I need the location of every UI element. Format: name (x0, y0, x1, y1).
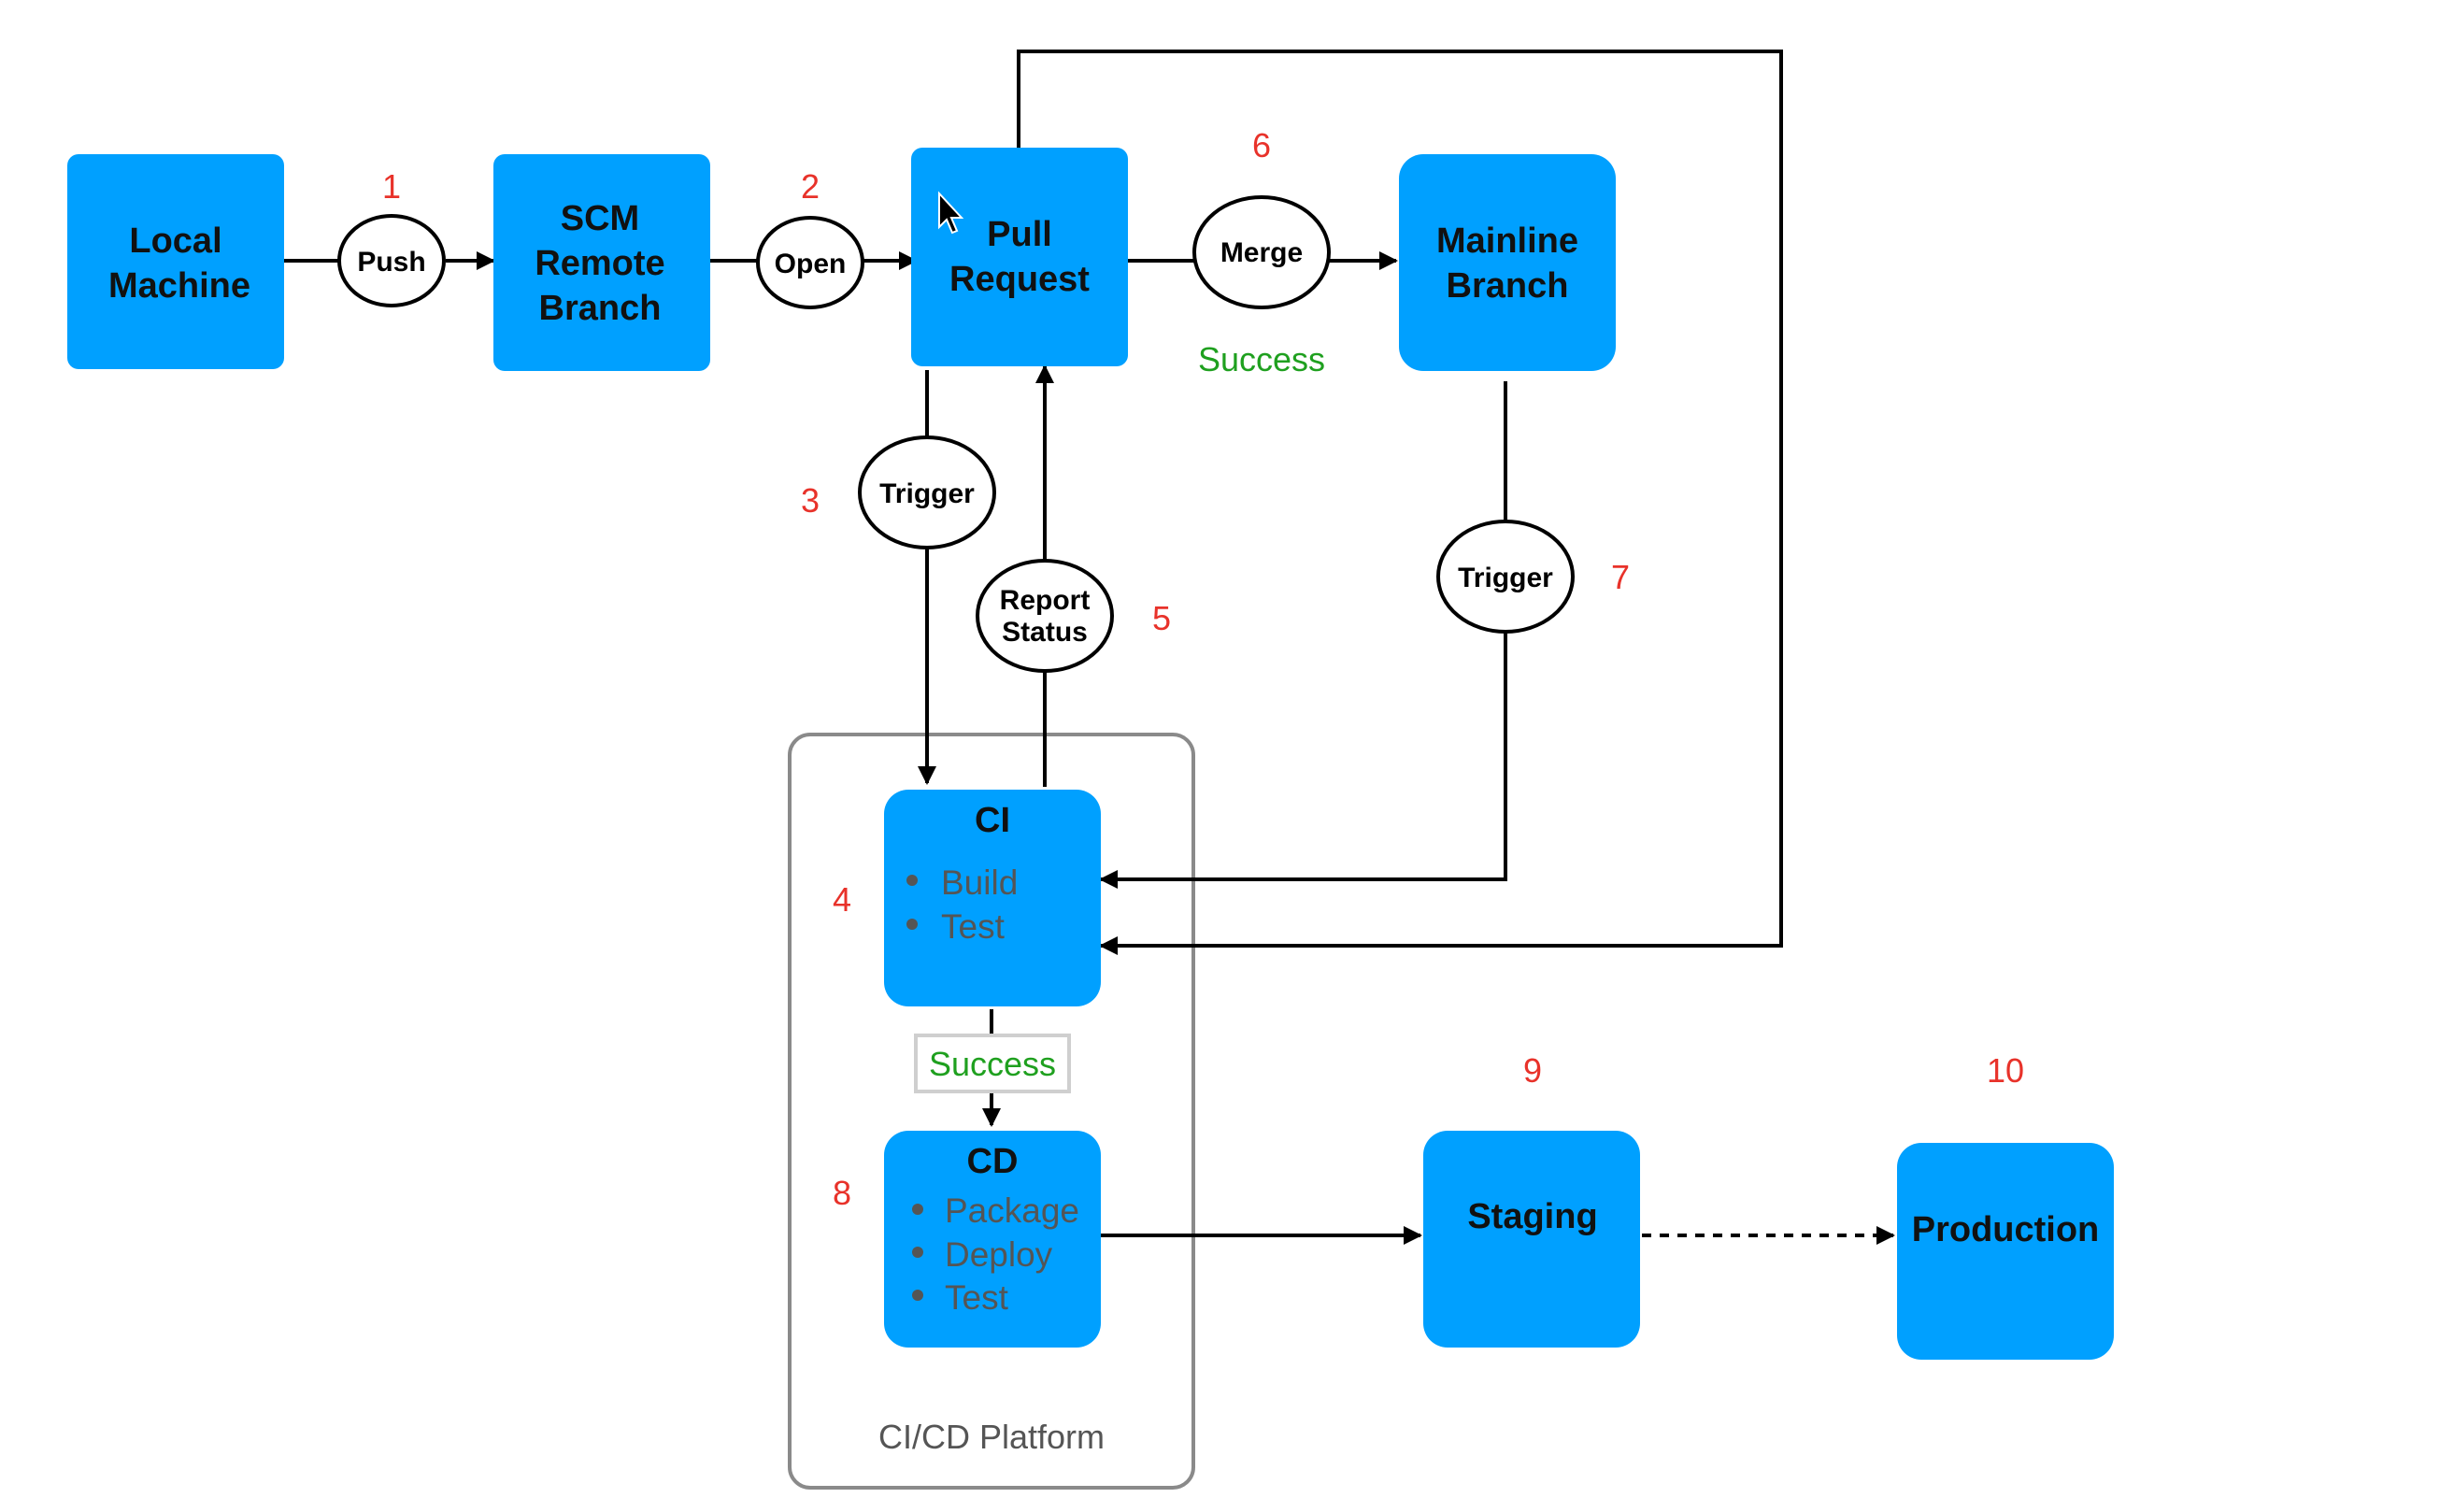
cicd-platform-label: CI/CD Platform (878, 1418, 1105, 1456)
svg-text:Trigger: Trigger (879, 478, 975, 509)
production-node: Production (1897, 1143, 2114, 1360)
report-status-action: Report Status (976, 559, 1114, 673)
pull-request-node: Pull Request (911, 148, 1128, 366)
cd-item-package: Package (945, 1191, 1079, 1230)
arrow-pr-loop-to-ci (1017, 50, 1783, 955)
svg-text:Production: Production (1912, 1210, 2100, 1249)
svg-text:Request: Request (949, 260, 1090, 299)
step-8: 8 (833, 1174, 851, 1212)
ci-node: CI Build Test (884, 790, 1101, 1006)
svg-text:Mainline: Mainline (1436, 221, 1578, 261)
step-5: 5 (1152, 599, 1171, 637)
svg-text:Status: Status (1002, 617, 1088, 648)
local-machine-node: Local Machine (67, 154, 284, 369)
step-4: 4 (833, 880, 851, 919)
cd-item-test: Test (945, 1278, 1009, 1317)
push-action: Push (337, 214, 446, 307)
step-7: 7 (1611, 558, 1630, 596)
step-9: 9 (1523, 1051, 1542, 1090)
trigger-pr-action: Trigger (858, 435, 996, 549)
scm-remote-branch-node: SCM Remote Branch (493, 154, 710, 371)
mainline-branch-node: Mainline Branch (1399, 154, 1616, 371)
svg-text:Branch: Branch (539, 289, 662, 328)
trigger-mainline-action: Trigger (1436, 520, 1575, 634)
step-2: 2 (801, 167, 820, 206)
svg-text:Pull: Pull (987, 215, 1052, 254)
svg-text:Open: Open (775, 249, 847, 279)
svg-text:Local: Local (129, 221, 221, 261)
ci-item-build: Build (941, 863, 1018, 902)
svg-text:SCM: SCM (561, 199, 639, 238)
ci-item-test: Test (941, 907, 1006, 946)
open-action: Open (756, 216, 864, 309)
svg-text:Branch: Branch (1447, 266, 1569, 306)
step-10: 10 (1987, 1051, 2024, 1090)
cd-item-deploy: Deploy (945, 1235, 1053, 1274)
merge-success-label: Success (1198, 340, 1325, 378)
ci-success-label: Success (929, 1045, 1056, 1083)
svg-text:Staging: Staging (1467, 1197, 1597, 1236)
cicd-platform-container (788, 733, 1195, 1490)
step-6: 6 (1252, 126, 1271, 164)
cd-node: CD Package Deploy Test (884, 1131, 1101, 1348)
ci-title: CI (975, 801, 1010, 840)
step-1: 1 (382, 167, 401, 206)
svg-text:Trigger: Trigger (1458, 563, 1553, 593)
cd-title: CD (967, 1142, 1019, 1181)
arrow-trigger-to-ci (1099, 632, 1507, 889)
svg-text:Remote: Remote (535, 244, 664, 283)
svg-text:Report: Report (1000, 585, 1091, 616)
staging-node: Staging (1423, 1131, 1640, 1348)
svg-text:Push: Push (357, 247, 425, 278)
svg-text:Machine: Machine (108, 266, 250, 306)
step-3: 3 (801, 481, 820, 520)
svg-text:Merge: Merge (1220, 237, 1303, 268)
ci-success-box (914, 1034, 1071, 1093)
merge-action: Merge (1192, 195, 1331, 309)
mouse-cursor-icon (938, 191, 964, 235)
